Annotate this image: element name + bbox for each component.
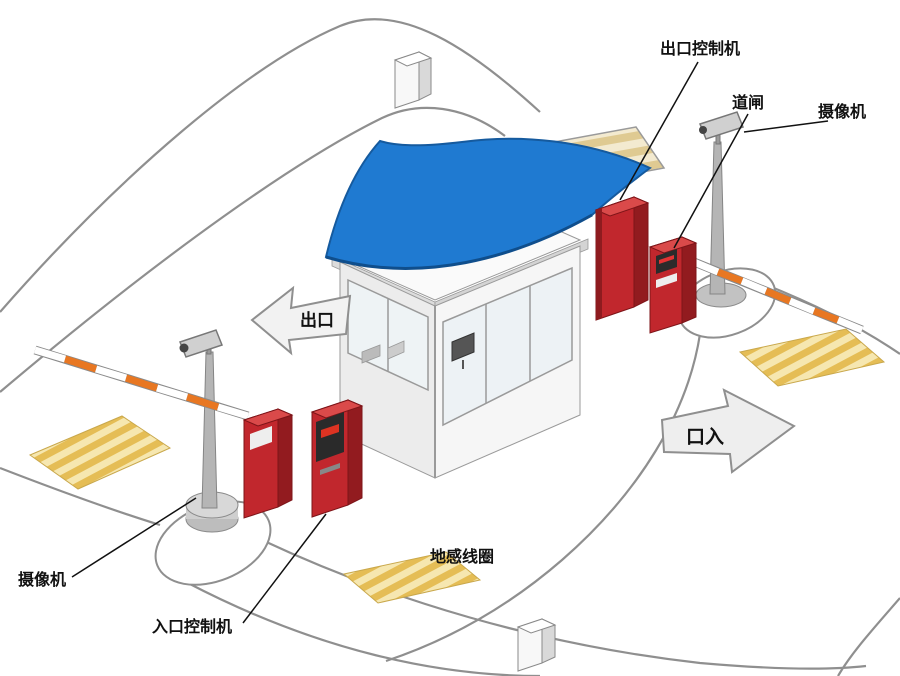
exit-controller-stripe <box>596 208 602 320</box>
entry-controller-display <box>316 412 344 462</box>
direction-arrows: 出口 口入 <box>250 285 796 474</box>
camera-right <box>695 111 747 308</box>
entry-direction-arrow-icon <box>660 388 796 474</box>
road-edge-right-inner <box>385 333 702 663</box>
booth-window-right <box>442 266 573 427</box>
leader-camera-left <box>71 497 197 578</box>
pillar-top-top <box>393 51 433 67</box>
pillar-bottom-top <box>516 618 557 634</box>
barrier-gate-left <box>33 345 294 519</box>
exit-controller-top <box>594 196 650 217</box>
booth-monitor-icon <box>451 332 475 362</box>
leader-barrier-gate <box>673 113 749 249</box>
barrier-right-led <box>659 255 674 264</box>
booth-desk-item-2 <box>387 340 405 360</box>
label-ground-loop: 地感线圈 <box>430 547 494 566</box>
camera-left-pole <box>201 351 218 509</box>
entry-controller-top <box>310 399 364 419</box>
barrier-housing-right-side <box>681 236 697 324</box>
entry-controller-led <box>321 424 339 438</box>
entry-controller-slot <box>320 463 340 475</box>
entry-controller-machine <box>310 399 364 518</box>
canopy <box>324 126 666 270</box>
leader-camera-right <box>743 120 829 133</box>
label-camera-left: 摄像机 <box>18 570 66 589</box>
camera-left-lens-icon <box>179 343 189 353</box>
canopy-front-edge <box>325 213 593 270</box>
camera-right-head-icon <box>699 111 744 140</box>
barrier-housing-left-top <box>242 408 294 427</box>
camera-left-head-icon <box>179 329 223 358</box>
barrier-housing-left-side <box>277 408 293 508</box>
camera-left <box>179 329 239 533</box>
camera-right-lens-icon <box>699 126 707 134</box>
entry-direction-label: 口入 <box>686 426 724 448</box>
barrier-arm-left <box>33 346 250 420</box>
road-edge-top-inner <box>0 106 506 393</box>
leader-entry-controller <box>242 513 327 624</box>
ground-loop-pad-bottom <box>342 551 482 604</box>
road-edge-bottom-lower <box>185 581 541 676</box>
exit-controller-side <box>633 196 649 308</box>
ground-loop-pad-right <box>738 328 886 387</box>
barrier-left-panel <box>250 426 272 450</box>
leader-exit-controller <box>619 61 699 201</box>
ground-loop-pad-left <box>28 415 172 490</box>
ground-loop-pads <box>28 328 886 604</box>
exit-direction-label: 出口 <box>300 310 334 331</box>
pillar-top <box>393 51 433 109</box>
barrier-arm-right <box>692 258 864 334</box>
barrier-gate-right <box>648 236 864 335</box>
leader-lines <box>71 61 829 624</box>
label-camera-right: 摄像机 <box>818 102 866 121</box>
entry-controller-side <box>347 399 363 506</box>
exit-controller-machine <box>594 196 650 321</box>
road-edge-top-outer <box>0 18 541 313</box>
booth-desk-item-1 <box>361 344 381 364</box>
label-barrier-gate: 道闸 <box>732 93 764 112</box>
barrier-housing-right-top <box>648 236 698 254</box>
label-exit-controller: 出口控制机 <box>660 39 740 58</box>
road-edge-bottom-right-corner <box>837 597 900 676</box>
text-labels: 出口控制机 道闸 摄像机 摄像机 入口控制机 地感线圈 <box>18 39 866 636</box>
label-entry-controller: 入口控制机 <box>152 617 232 636</box>
barrier-right-panel <box>656 273 677 288</box>
pillar-bottom <box>516 618 557 672</box>
exit-direction-arrow-icon <box>250 285 352 356</box>
road-edge-left-lower <box>0 466 161 527</box>
